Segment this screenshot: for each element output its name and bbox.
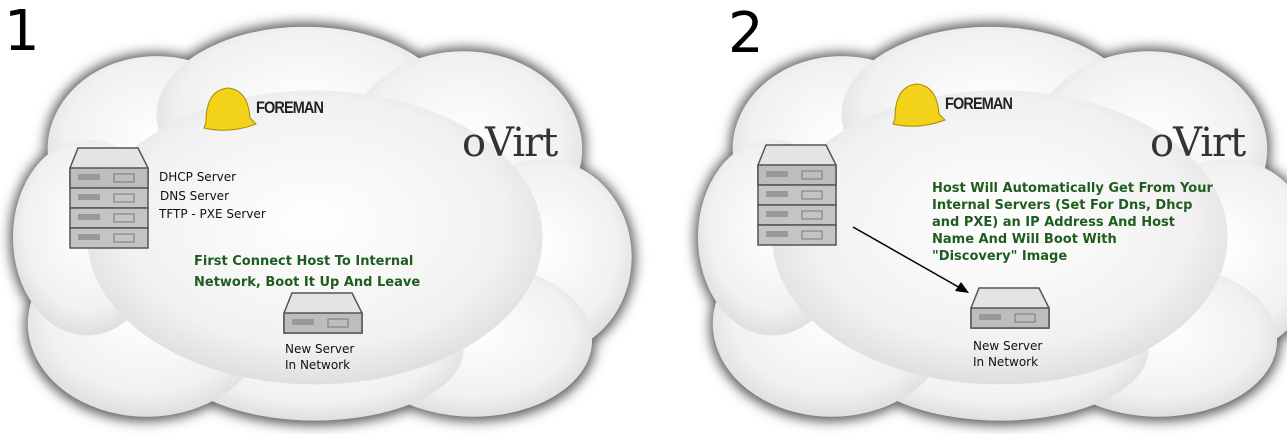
note-line: "Discovery" Image <box>932 249 1068 264</box>
note-line: First Connect Host To Internal <box>194 254 414 269</box>
note-line: Network, Boot It Up And Leave <box>194 275 421 290</box>
caption-line: New Server <box>973 339 1043 353</box>
arrow <box>852 226 969 293</box>
foreman-logo-text: FOREMAN <box>945 94 1013 113</box>
new-server-caption: New Server In Network <box>973 338 1042 370</box>
step-number: 2 <box>728 1 764 66</box>
server-stack-icon <box>757 144 837 246</box>
caption-line: New Server <box>285 342 355 356</box>
caption-line: In Network <box>973 355 1039 369</box>
new-server-icon <box>283 292 363 334</box>
step-number: 1 <box>4 0 40 64</box>
new-server-caption: New Server In Network <box>285 341 354 373</box>
note-line: Host Will Automatically Get From Your <box>932 181 1213 196</box>
foreman-hat-icon <box>892 83 946 127</box>
new-server-icon <box>970 287 1050 329</box>
instruction-note: Host Will Automatically Get From Your In… <box>932 180 1213 265</box>
caption-line: In Network <box>285 358 351 372</box>
note-line: and PXE) an IP Address And Host <box>932 215 1176 230</box>
server-label: DHCP Server <box>159 170 237 184</box>
ovirt-logo: oVirt <box>462 120 558 166</box>
server-stack-icon <box>69 147 149 249</box>
instruction-note: First Connect Host To Internal Network, … <box>194 253 420 291</box>
note-line: Internal Servers (Set For Dns, Dhcp <box>932 198 1193 213</box>
server-label: TFTP - PXE Server <box>159 207 266 221</box>
foreman-hat-icon <box>203 87 257 131</box>
ovirt-logo: oVirt <box>1150 120 1246 166</box>
server-label: DNS Server <box>160 189 229 203</box>
foreman-logo-text: FOREMAN <box>256 98 324 117</box>
note-line: Name And Will Boot With <box>932 232 1117 247</box>
